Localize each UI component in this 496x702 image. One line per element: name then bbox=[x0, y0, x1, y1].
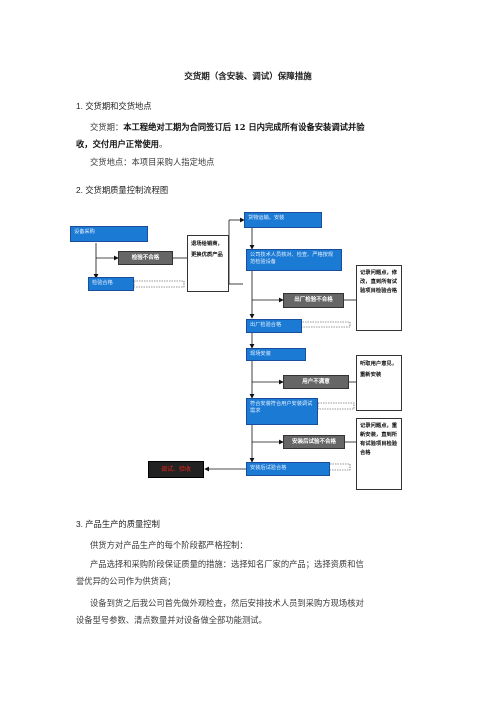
page-title: 交货期（含安装、调试）保障措施 bbox=[184, 72, 312, 82]
user-unsatisfied-box: 用户不满意 bbox=[283, 375, 349, 389]
section-3-paragraph-3: 设备到货之后我公司首先做外观检查，然后安排技术人员到采购方现场核对 bbox=[90, 598, 364, 608]
section-3-heading: 3. 产品生产的质量控制 bbox=[76, 519, 160, 529]
delivery-period-text: 本工程绝对工期为合同签订后 12 日内完成所有设备安装调试并验 bbox=[123, 122, 365, 132]
user-note: 听取用户意见，重新安装 bbox=[356, 355, 402, 411]
post-install-fail-box: 安装后试验不合格 bbox=[283, 435, 345, 449]
onsite-install-box: 现场安装 bbox=[246, 348, 306, 361]
post-install-note: 记录问题点，重新安装，直到所有试验项目检验合格 bbox=[356, 418, 402, 490]
factory-fail-box: 出厂检验不合格 bbox=[283, 293, 344, 308]
delivery-location: 交货地点：本项目采购人指定地点 bbox=[90, 157, 215, 167]
section-2-heading: 2. 交货期质量控制流程图 bbox=[76, 185, 169, 195]
delivery-period-continued: 收，交付用户正常使用。 bbox=[76, 136, 430, 153]
tech-check-box: 公司技术人员核对、检查、严格按规范检验设备 bbox=[246, 249, 342, 271]
delivery-period-label: 交货期： bbox=[90, 122, 124, 132]
section-3-paragraph-2: 产品选择和采购阶段保证质量的措施：选择知名厂家的产品；选择资质和信 bbox=[90, 559, 364, 569]
section-1-heading: 1. 交货期和交货地点 bbox=[76, 101, 152, 111]
factory-note: 记录问题点，修改，直到所有试验项目检验合格 bbox=[356, 265, 402, 331]
factory-pass-box: 出厂检验合格 bbox=[246, 319, 302, 333]
post-install-pass-box: 安装后试验合格 bbox=[246, 462, 330, 476]
delivery-period-end: 。 bbox=[158, 139, 168, 149]
inspection-pass-box: 检验合格 bbox=[88, 277, 134, 291]
meets-requirements-box: 符合安装符合用户安装调试需求 bbox=[246, 398, 318, 425]
return-note: 退场给销商，更换优质产品 bbox=[187, 235, 229, 292]
delivery-period-text-2: 收，交付用户正常使用 bbox=[76, 139, 159, 149]
debug-acceptance-box: 调试、验收 bbox=[148, 461, 204, 478]
section-3-paragraph-3-continued: 设备型号参数、清点数量并对设备做全部功能测试。 bbox=[76, 615, 267, 625]
section-3-paragraph-2-continued: 誉优异的公司作为供货商； bbox=[76, 576, 176, 586]
equipment-purchase-box: 设备采购 bbox=[70, 226, 148, 242]
section-3-paragraph-1: 供货方对产品生产的每个阶段都严格控制： bbox=[90, 540, 248, 550]
delivery-period-paragraph: 交货期：本工程绝对工期为合同签订后 12 日内完成所有设备安装调试并验 bbox=[90, 119, 430, 136]
inspection-fail-box: 检验不合格 bbox=[118, 251, 173, 265]
goods-delivery-box: 货物运输、安装 bbox=[244, 212, 322, 228]
